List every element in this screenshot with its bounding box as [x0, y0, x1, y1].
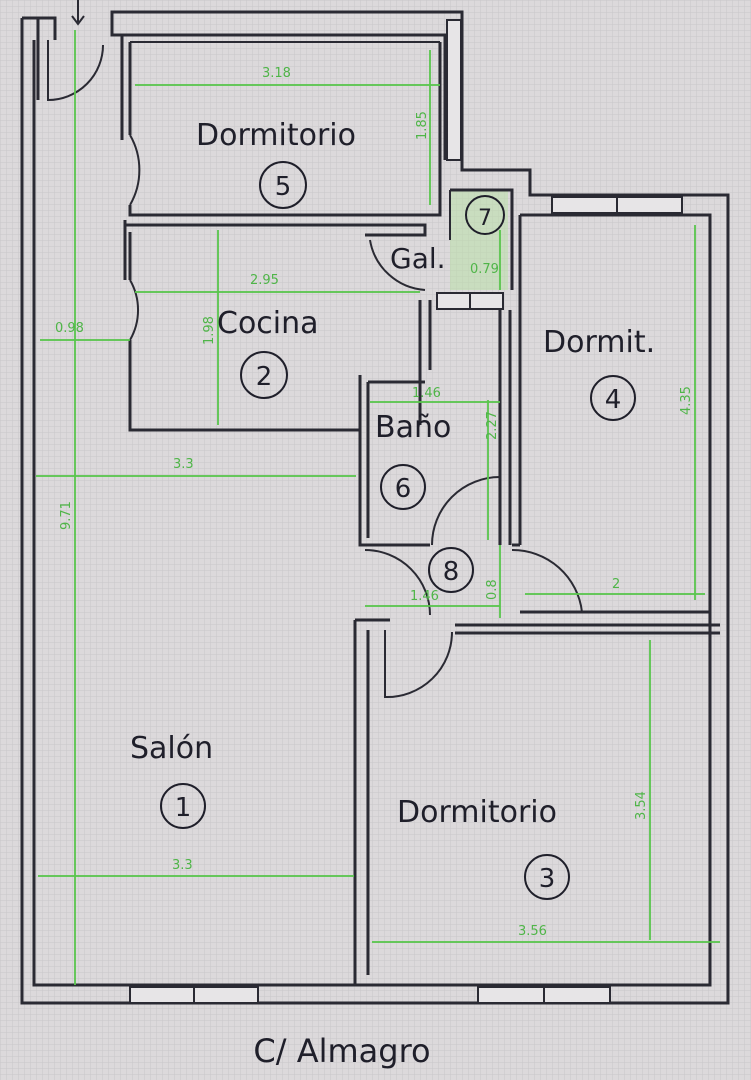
- room-1-number-badge: [160, 783, 206, 829]
- door-entrance: [47, 40, 104, 102]
- doors: [47, 40, 583, 699]
- dim-room7-width: 0.79: [470, 262, 499, 277]
- room-7-number-badge: [465, 195, 505, 235]
- door-hall-8: [364, 549, 431, 616]
- room-2: Cocina 2: [217, 306, 319, 399]
- windows: [129, 19, 683, 1004]
- room-4-number: 4: [605, 385, 622, 415]
- room-5-name: Dormitorio: [196, 118, 356, 153]
- room-7-number: 7: [478, 206, 492, 231]
- room-2-number: 2: [256, 362, 273, 392]
- room-6-number-badge: [380, 464, 426, 510]
- room-5-number: 5: [275, 172, 292, 202]
- entrance-arrow-icon: [71, 0, 85, 26]
- room-6-name: Baño: [375, 410, 451, 445]
- room-7: 7 Gal.: [390, 195, 505, 275]
- dim-hall-width: 0.98: [55, 321, 84, 336]
- door-room-4: [511, 548, 583, 613]
- dim-room2-width: 2.95: [250, 273, 279, 288]
- door-room-7: [369, 239, 426, 291]
- dim-room6-width: 1.46: [412, 386, 441, 401]
- room-3-number: 3: [539, 864, 556, 894]
- room-7-walls: [449, 188, 514, 290]
- door-room-3: [384, 630, 453, 699]
- room-4: Dormit. 4: [543, 325, 655, 421]
- dim-room4-height: 4.35: [679, 386, 694, 415]
- room-3-walls: [353, 610, 720, 985]
- room-4-walls: [512, 215, 522, 547]
- room-5: Dormitorio 5: [196, 118, 356, 209]
- street-label: C/ Almagro: [253, 1032, 430, 1070]
- room-1-name: Salón: [130, 731, 213, 766]
- dim-room3-height: 3.54: [634, 791, 649, 820]
- dim-salon-height: 9.71: [59, 501, 74, 530]
- dim-salon-upper-width: 3.3: [173, 457, 194, 472]
- hall-8-number-badge: [428, 547, 474, 593]
- hall-8: 8: [428, 547, 474, 593]
- door-room-2: [129, 279, 140, 341]
- room-3-name: Dormitorio: [397, 795, 557, 830]
- dim-room2-height: 1.98: [202, 316, 217, 345]
- room-6: Baño 6: [375, 410, 451, 510]
- dimension-labels: 3.18 1.85 2.95 1.98 0.98 1.46 2.27 0.79 …: [55, 66, 694, 939]
- dim-room4-width: 2: [612, 577, 620, 592]
- room-2-name: Cocina: [217, 306, 319, 341]
- room-4-name: Dormit.: [543, 325, 655, 360]
- door-room-5: [129, 134, 141, 206]
- dim-salon-lower-width: 3.3: [172, 858, 193, 873]
- dim-room6-height: 2.27: [485, 411, 500, 440]
- hall-8-number: 8: [443, 557, 460, 587]
- room-2-walls: [123, 220, 432, 432]
- dim-hall8-width: 1.46: [410, 589, 439, 604]
- room-5-number-badge: [259, 161, 307, 209]
- room-6-number: 6: [395, 474, 412, 504]
- dim-room3-width: 3.56: [518, 924, 547, 939]
- room-1-number: 1: [175, 793, 192, 823]
- window-room-5: [446, 19, 462, 161]
- room-1: Salón 1: [130, 731, 213, 829]
- dim-hall8-height: 0.8: [485, 579, 500, 600]
- room-5-walls: [128, 41, 442, 217]
- room-4-number-badge: [590, 375, 636, 421]
- room-3: Dormitorio 3: [397, 795, 570, 900]
- room-2-number-badge: [240, 351, 288, 399]
- door-room-6: [431, 476, 501, 546]
- room-6-walls: [358, 310, 512, 547]
- dimension-lines: [36, 30, 720, 985]
- dim-room5-height: 1.85: [415, 111, 430, 140]
- dim-room5-width: 3.18: [262, 66, 291, 81]
- room-7-name: Gal.: [390, 242, 446, 275]
- galeria-fill: [450, 190, 508, 290]
- room-3-number-badge: [524, 854, 570, 900]
